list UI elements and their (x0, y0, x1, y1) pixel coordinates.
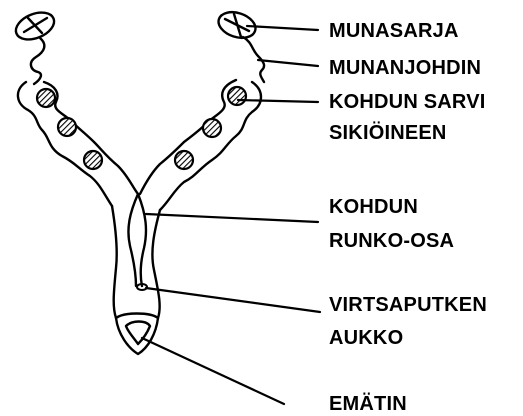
label-uterine-body-line1: KOHDUN (329, 195, 418, 219)
label-oviduct: MUNANJOHDIN (329, 56, 481, 80)
leader-urethral-opening (146, 288, 320, 312)
left-oviduct (31, 38, 44, 84)
leader-oviduct (258, 60, 318, 66)
leader-vagina (142, 338, 284, 404)
label-uterine-horn-line1: KOHDUN SARVI (329, 90, 486, 114)
embryo-6 (175, 151, 193, 169)
uterine-body (112, 206, 117, 318)
embryo-4 (228, 87, 246, 105)
vaginal-opening (116, 314, 158, 355)
embryo-1 (37, 89, 55, 107)
label-uterine-horn-line2: SIKIÖINEEN (329, 121, 447, 145)
left-uterine-horn (18, 82, 112, 206)
label-uterine-body-line2: RUNKO-OSA (329, 229, 454, 253)
embryo-5 (203, 119, 221, 137)
label-vagina: EMÄTIN (329, 392, 407, 416)
embryo-2 (58, 118, 76, 136)
leader-uterine-horn (238, 100, 318, 102)
left-ovary (12, 7, 58, 44)
right-ovary (215, 8, 259, 43)
label-ovary: MUNASARJA (329, 19, 459, 43)
label-urethral-opening-line2: AUKKO (329, 326, 403, 350)
label-urethral-opening-line1: VIRTSAPUTKEN (329, 293, 487, 317)
embryo-3 (84, 151, 102, 169)
leader-ovary (247, 26, 318, 30)
leader-uterine-body (146, 214, 318, 222)
